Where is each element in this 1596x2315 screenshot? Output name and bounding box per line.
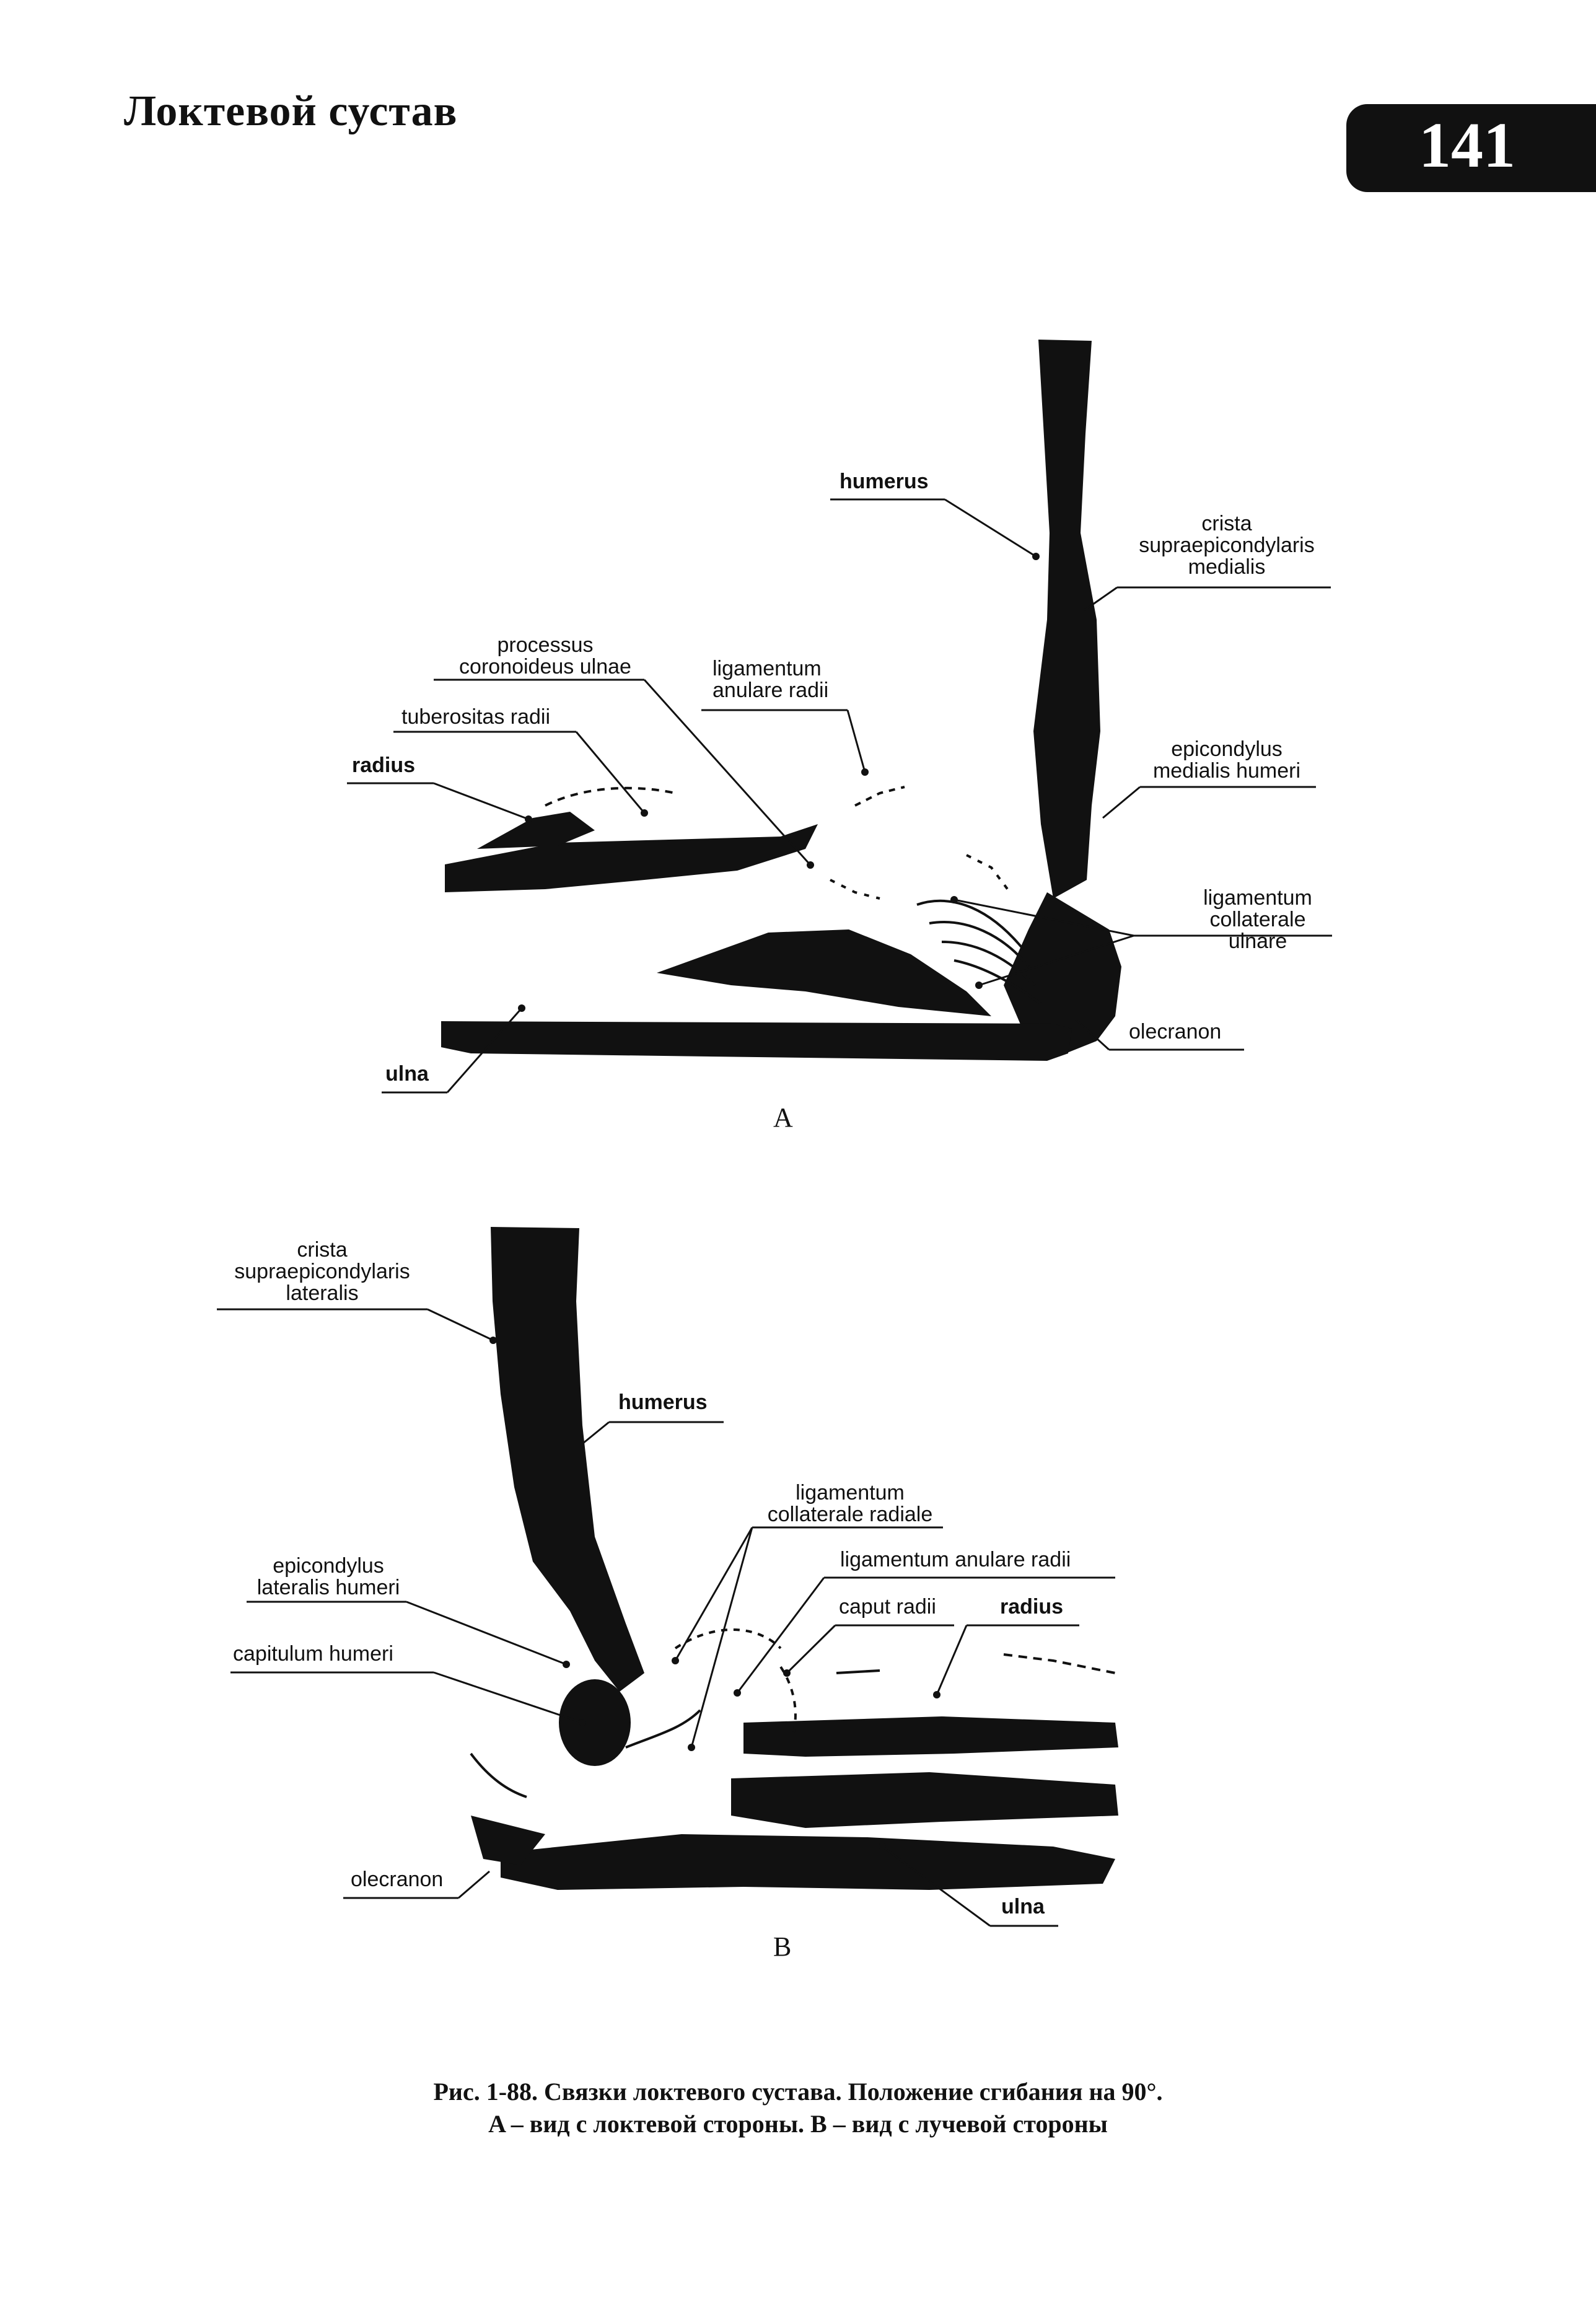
radius-a-head bbox=[477, 812, 595, 849]
figure-a-leaders bbox=[347, 498, 1332, 1094]
humerus-a-shape bbox=[1033, 340, 1100, 898]
ulna-a-wedge bbox=[657, 929, 991, 1016]
caption-line-1: Рис. 1-88. Связки локтевого сустава. Пол… bbox=[433, 2078, 1163, 2106]
radius-b-shape bbox=[743, 1716, 1118, 1757]
olecranon-b-shape bbox=[471, 1816, 545, 1865]
label-a-humerus: humerus bbox=[840, 470, 929, 493]
running-head: Локтевой сустав bbox=[124, 87, 458, 135]
figure-b-drawing bbox=[471, 1227, 1118, 1890]
figure-b-leaders bbox=[217, 1308, 1115, 1927]
label-a-tuberositas-radii: tuberositas radii bbox=[401, 705, 551, 729]
capitulum-b-shape bbox=[559, 1679, 631, 1766]
radius-b-lower bbox=[731, 1772, 1118, 1828]
figure-a-ligament-strokes bbox=[545, 786, 1042, 1005]
label-a-processus-coronoideus: processus coronoideus ulnae bbox=[459, 633, 631, 679]
label-b-ligamentum-collaterale-radiale: ligamentum collaterale radiale bbox=[767, 1481, 933, 1526]
radius-a-shape bbox=[445, 824, 818, 892]
figure-a-leader-dots bbox=[518, 553, 1040, 1012]
label-b-capitulum-humeri: capitulum humeri bbox=[233, 1642, 393, 1666]
humerus-b-shape bbox=[491, 1227, 644, 1692]
figure-b-letter: B bbox=[773, 1931, 792, 1962]
label-b-olecranon: olecranon bbox=[351, 1868, 444, 1891]
figure-caption: Рис. 1-88. Связки локтевого сустава. Пол… bbox=[178, 2076, 1418, 2140]
label-b-epicondylus-lateralis: epicondylus lateralis humeri bbox=[256, 1554, 400, 1599]
label-b-humerus: humerus bbox=[618, 1390, 708, 1414]
page-number-tab bbox=[1346, 104, 1596, 192]
page-number: 141 bbox=[1419, 110, 1515, 181]
label-b-ligamentum-anulare: ligamentum anulare radii bbox=[840, 1548, 1071, 1571]
label-a-epicondylus-medialis: epicondylus medialis humeri bbox=[1152, 737, 1301, 783]
label-a-radius: radius bbox=[352, 753, 416, 777]
label-a-crista-medialis: crista supraepicondylaris medialis bbox=[1139, 512, 1315, 579]
label-a-ligamentum-anulare: ligamentum anulare radii bbox=[712, 657, 829, 702]
figure-b-ligament-strokes bbox=[470, 1628, 1116, 1798]
figure-b-leader-dots bbox=[489, 1337, 940, 1850]
label-a-ulna: ulna bbox=[385, 1062, 429, 1086]
label-a-ligamentum-collaterale-ulnare: ligamentum collaterale ulnare bbox=[1203, 886, 1312, 953]
label-b-caput-radii: caput radii bbox=[839, 1595, 936, 1619]
ulna-b-shape bbox=[501, 1834, 1115, 1890]
olecranon-a-shape bbox=[1004, 892, 1121, 1053]
figure-a-drawing bbox=[441, 340, 1121, 1061]
label-b-ulna: ulna bbox=[1001, 1895, 1045, 1918]
label-b-radius: radius bbox=[1000, 1595, 1064, 1619]
figure-a-letter: A bbox=[773, 1102, 793, 1133]
label-b-crista-lateralis: crista supraepicondylaris lateralis bbox=[234, 1238, 410, 1305]
label-a-olecranon: olecranon bbox=[1129, 1020, 1222, 1043]
caption-line-2: A – вид с локтевой стороны. B – вид с лу… bbox=[488, 2110, 1108, 2138]
ulna-a-shape bbox=[441, 1021, 1072, 1061]
